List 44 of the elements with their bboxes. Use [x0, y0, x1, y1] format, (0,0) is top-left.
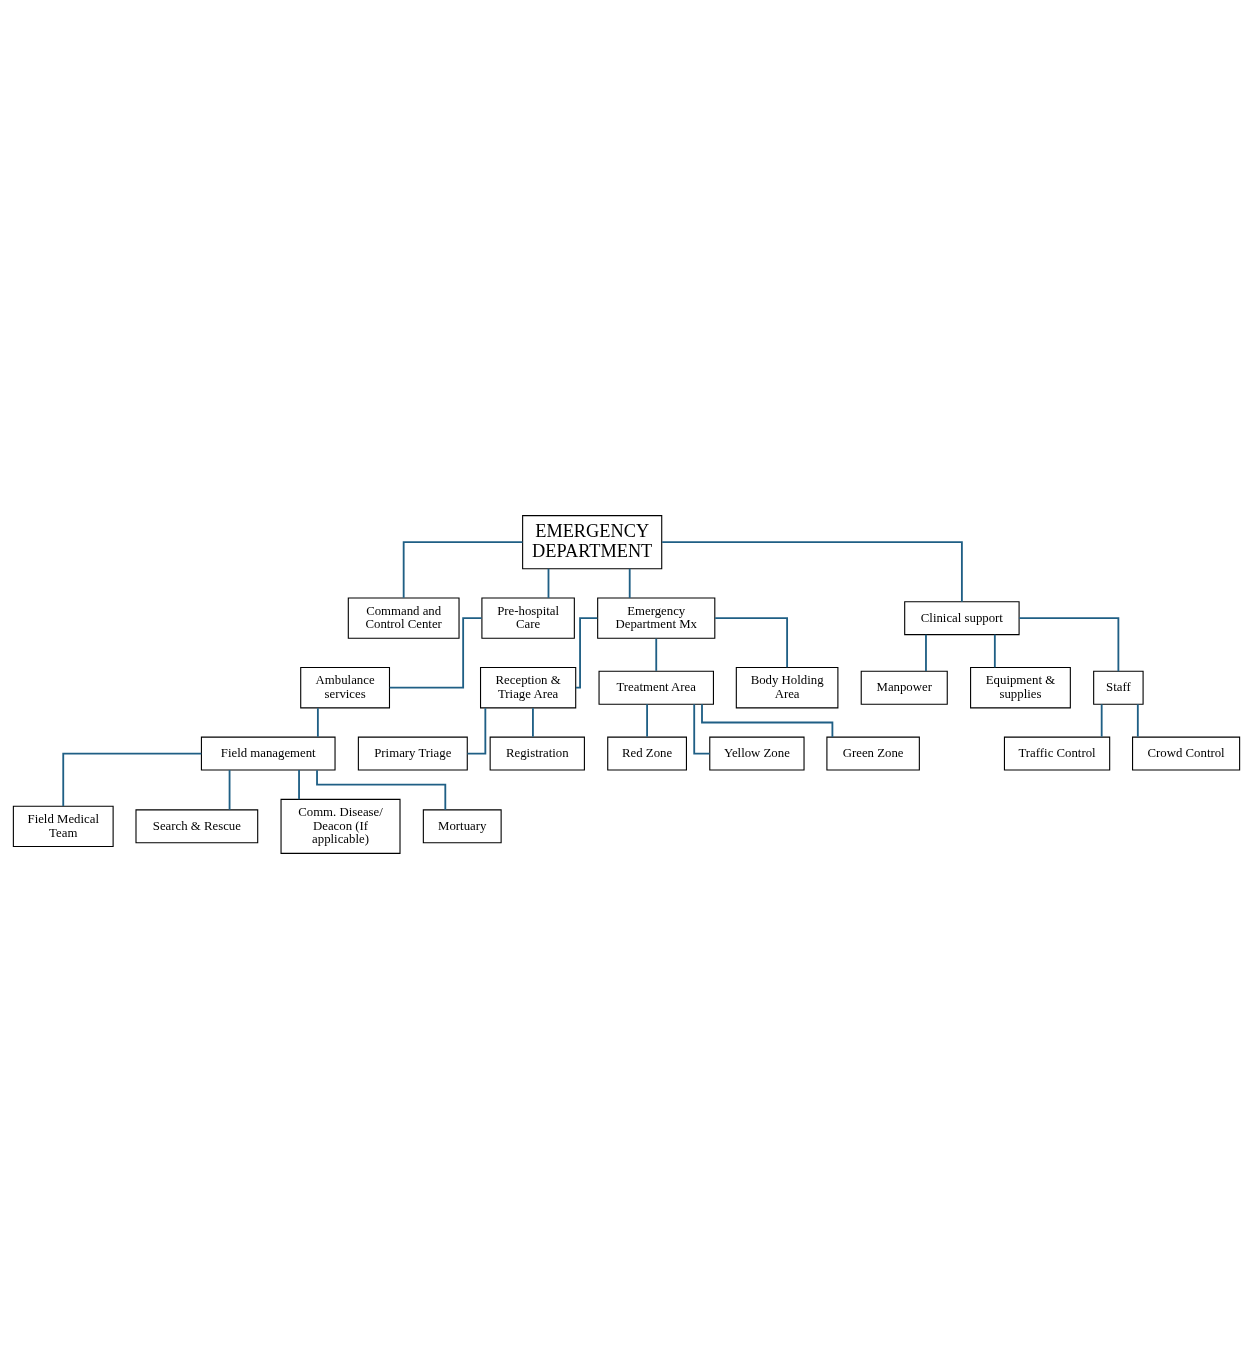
node-box: Field management: [200, 736, 336, 771]
node-box: Ambulance services: [300, 667, 391, 709]
connector: [1100, 703, 1103, 738]
node-box: Field Medical Team: [12, 805, 114, 848]
connector: [1136, 703, 1139, 738]
connector: [661, 541, 963, 603]
connector: [402, 541, 524, 599]
node-box: EMERGENCY DEPARTMENT: [522, 515, 663, 570]
node-box: Treatment Area: [598, 670, 714, 705]
connector: [1018, 617, 1120, 673]
connector: [547, 567, 550, 599]
node-box: Pre-hospital Care: [481, 597, 575, 639]
connector: [701, 703, 834, 738]
connector: [316, 707, 319, 738]
connector: [62, 752, 203, 807]
node-box: Manpower: [860, 670, 948, 705]
node-box: Comm. Disease/ Deacon (If applicable): [280, 798, 401, 854]
connector: [714, 617, 788, 669]
node-box: Red Zone: [607, 736, 687, 771]
node-box: Command and Control Center: [347, 597, 460, 639]
node-box: Registration: [489, 736, 585, 771]
node-box: Traffic Control: [1003, 736, 1111, 771]
connector: [228, 769, 231, 811]
connector: [655, 637, 658, 672]
node-box: Mortuary: [422, 809, 502, 844]
connector: [298, 769, 300, 801]
node-box: Green Zone: [826, 736, 920, 771]
node-box: Body Holding Area: [735, 667, 839, 709]
connector: [316, 769, 447, 811]
node-box: Clinical support: [904, 601, 1020, 636]
node-box: Emergency Department Mx: [597, 597, 716, 639]
node-box: Equipment & supplies: [970, 667, 1071, 709]
node-box: Yellow Zone: [709, 736, 805, 771]
node-box: Crowd Control: [1132, 736, 1241, 771]
node-box: Reception & Triage Area: [480, 667, 577, 709]
node-box: Search & Rescue: [135, 809, 259, 844]
connector: [532, 707, 534, 738]
node-box: Primary Triage: [357, 736, 468, 771]
connector: [646, 703, 648, 738]
connector: [993, 633, 996, 669]
node-box: Staff: [1093, 670, 1144, 705]
connector: [628, 567, 631, 599]
connector: [693, 703, 711, 755]
connector: [925, 633, 927, 672]
